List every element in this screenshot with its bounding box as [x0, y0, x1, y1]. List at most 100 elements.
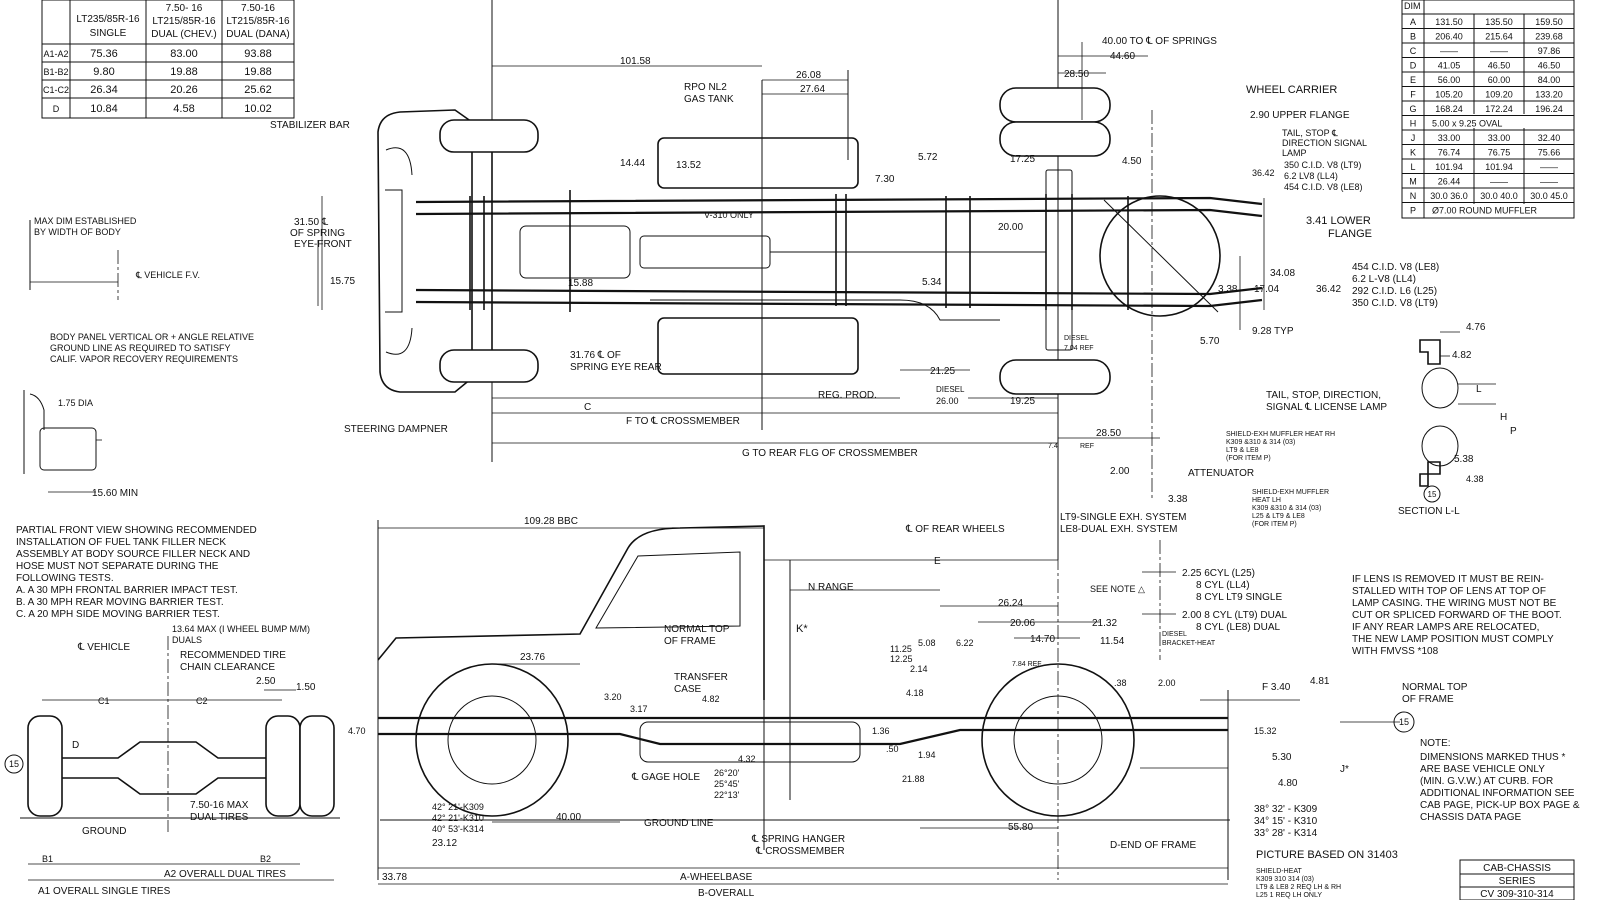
lens-note-line: THE NEW LAMP POSITION MUST COMPLY [1352, 634, 1554, 645]
dim-table-row-label: J [1411, 133, 1416, 143]
title-line-2: SERIES [1499, 876, 1536, 887]
dim-1-94: 1.94 [918, 750, 936, 760]
lens-note: IF LENS IS REMOVED IT MUST BE REIN-STALL… [1352, 574, 1562, 657]
b1-label: B1 [42, 854, 53, 864]
dim-table-cell: 60.00 [1488, 75, 1511, 85]
dim-40-00: 40.00 [556, 812, 581, 823]
engine-a-3: 454 C.I.D. V8 (LE8) [1284, 182, 1363, 192]
d-end-of-frame: D-END OF FRAME [1110, 840, 1196, 851]
dim-1-50: 1.50 [296, 682, 316, 693]
tire-cell: 10.84 [90, 103, 118, 115]
max-dual-1: 7.50-16 MAX [190, 800, 249, 811]
dim-table-cell: —— [1490, 46, 1508, 56]
a2-label: A2 OVERALL DUAL TIRES [164, 869, 286, 880]
tire-col-3-line-3: DUAL (DANA) [226, 29, 290, 40]
engine-b-4: 350 C.I.D. V8 (LT9) [1352, 298, 1438, 309]
dim-table-row-label: G [1409, 104, 1416, 114]
dim-6-22: 6.22 [956, 638, 974, 648]
transfer-1: TRANSFER [674, 672, 728, 683]
spring-hanger-2: ℄ CROSSMEMBER [755, 846, 845, 857]
dim-5-70: 5.70 [1200, 336, 1220, 347]
cl-vehicle: ℄ VEHICLE [77, 642, 130, 653]
dim-table-row-label: N [1410, 191, 1417, 201]
tire-row-label: B1-B2 [43, 67, 68, 77]
dim-table-cell: 101.94 [1485, 162, 1513, 172]
section-title: SECTION L-L [1398, 506, 1460, 517]
angle-left-3: 40° 53'-K314 [432, 824, 484, 834]
lens-note-line: WITH FMVSS *108 [1352, 646, 1439, 657]
dim-table-cell: 41.05 [1438, 61, 1461, 71]
dim-table-cell: 46.50 [1538, 61, 1561, 71]
ref-7-4: 7.4 [1048, 443, 1058, 450]
dim-table-cell: 196.24 [1535, 104, 1563, 114]
dim-27-64: 27.64 [800, 84, 825, 95]
dim-5-34: 5.34 [922, 277, 942, 288]
top-view: 101.58 26.08 27.64 RPO NL2 GAS TANK 14.4… [270, 0, 1439, 560]
dim-36-42-b: 36.42 [1316, 284, 1341, 295]
dim-table-cell: 56.00 [1438, 75, 1461, 85]
dim-44-60: 44.60 [1110, 51, 1135, 62]
tail-lic-1: TAIL, STOP, DIRECTION, [1266, 390, 1381, 401]
rear-wheels-cl: ℄ OF REAR WHEELS [905, 524, 1005, 535]
ref-label: REF [1080, 443, 1094, 450]
tail-lamp-label-1: TAIL, STOP ℄ [1282, 128, 1338, 138]
rear-view: 13.64 MAX (I WHEEL BUMP M/M) DUALS ℄ VEH… [4, 624, 340, 897]
shield-lh-1: SHIELD-EXH MUFFLER [1252, 489, 1329, 496]
dim-table-row-label: M [1409, 177, 1417, 187]
shield-rh-4: (FOR ITEM P) [1226, 455, 1271, 462]
circle-15-rear: 15 [9, 759, 19, 769]
tire-table: LT235/85R-16 SINGLE 7.50- 16 LT215/85R-1… [41, 0, 295, 119]
angle-front-3: 22°13' [714, 790, 740, 800]
dim-4-70: 4.70 [348, 726, 366, 736]
dim-table-row-label: P [1410, 206, 1416, 216]
chain-2: CHAIN CLEARANCE [180, 662, 275, 673]
section-dim-4-82: 4.82 [1452, 350, 1472, 361]
dim-3-20: 3.20 [604, 692, 622, 702]
k-star: K* [796, 623, 808, 635]
gas-tank-label-1: RPO NL2 [684, 82, 727, 93]
g-crossmember-label: G TO REAR FLG OF CROSSMEMBER [742, 448, 918, 459]
shield-heat-4: L25 1 REQ LH ONLY [1256, 892, 1322, 899]
d-label: D [72, 740, 79, 751]
title-line-3: CV 309-310-314 [1480, 889, 1554, 900]
dim-table-row-label: D [1410, 61, 1417, 71]
stabilizer-bar-label: STABILIZER BAR [270, 120, 350, 131]
exhaust-block: 2.25 6CYL (L25) 8 CYL (LL4) 8 CYL LT9 SI… [1142, 540, 1287, 660]
shield-heat-2: K309 310 314 (03) [1256, 876, 1314, 883]
side-view: 109.28 BBC ℄ OF REAR WHEELS E N RANGE K*… [348, 510, 1468, 899]
dim-table-cell: 33.00 [1488, 133, 1511, 143]
note-line: ADDITIONAL INFORMATION SEE [1420, 788, 1575, 799]
dim-5-72: 5.72 [918, 152, 938, 163]
dim-15-88: 15.88 [568, 278, 593, 289]
dim-4-81: 4.81 [1310, 676, 1330, 687]
note-line: DIMENSIONS MARKED THUS * [1420, 752, 1565, 763]
dim-table-cell: 168.24 [1435, 104, 1463, 114]
tail-lic-2: SIGNAL ℄ LICENSE LAMP [1266, 402, 1387, 413]
ground-line: GROUND LINE [644, 818, 714, 829]
dim-table-row-label: K [1410, 148, 1416, 158]
dim-4-32: 4.32 [738, 754, 756, 764]
dim-28-50: 28.50 [1096, 428, 1121, 439]
diesel-bracket-1: DIESEL [1162, 631, 1187, 638]
dim-5-08: 5.08 [918, 638, 936, 648]
spring-rear-2: SPRING EYE REAR [570, 362, 662, 373]
dim-28-50-top: 28.50 [1064, 69, 1089, 80]
dim-table-cell: —— [1440, 46, 1458, 56]
lens-note-line: IF LENS IS REMOVED IT MUST BE REIN- [1352, 574, 1544, 585]
dim-5-30: 5.30 [1272, 752, 1292, 763]
dim-table-cell: 131.50 [1435, 17, 1463, 27]
dim-19-25: 19.25 [1010, 396, 1035, 407]
steering-dampner-label: STEERING DAMPNER [344, 424, 448, 435]
engine-a-1: 350 C.I.D. V8 (LT9) [1284, 160, 1361, 170]
spring-front-1: 31.50 ℄ [294, 217, 329, 228]
dim-23-12: 23.12 [432, 838, 457, 849]
tire-col-1-line-2: SINGLE [90, 28, 127, 39]
chain-1: RECOMMENDED TIRE [180, 650, 286, 661]
partial-view-line: C. A 20 MPH SIDE MOVING BARRIER TEST. [16, 609, 220, 620]
dim-table-cell: 206.40 [1435, 32, 1463, 42]
body-panel-3: CALIF. VAPOR RECOVERY REQUIREMENTS [50, 354, 238, 364]
tire-row-label: C1-C2 [43, 85, 69, 95]
note-circle: 15 [1399, 717, 1409, 727]
dim-15-75: 15.75 [330, 276, 355, 287]
dim-2-14: 2.14 [910, 664, 928, 674]
